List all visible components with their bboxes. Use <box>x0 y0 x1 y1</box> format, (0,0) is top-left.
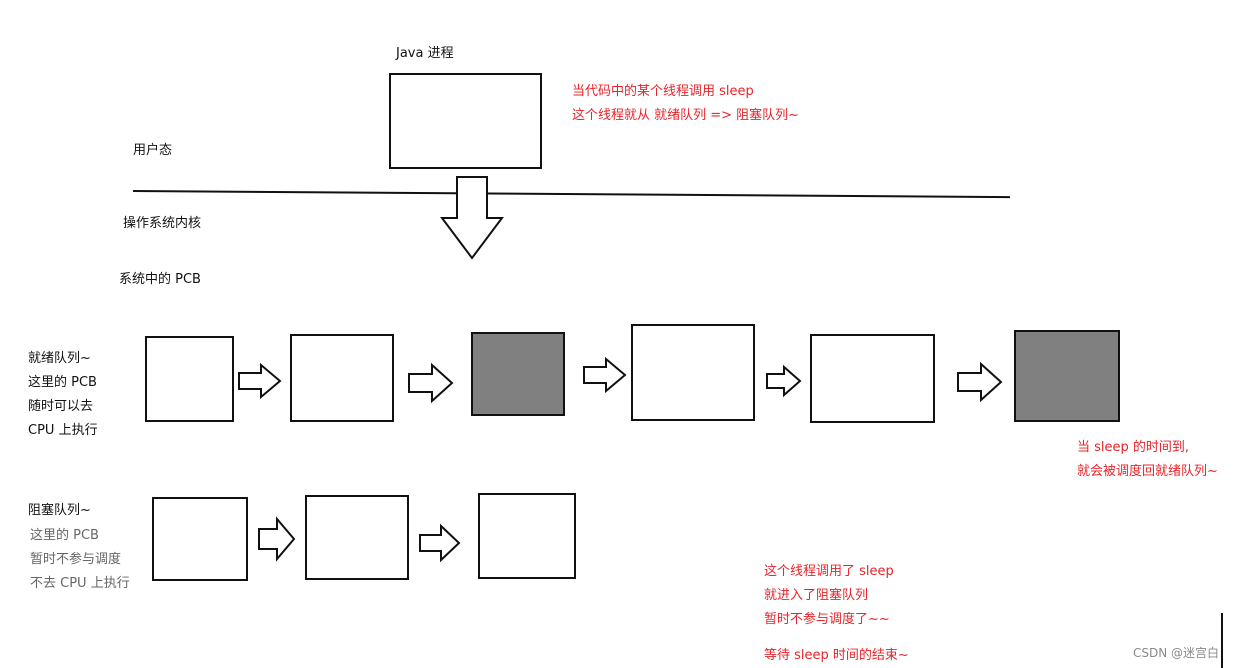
ready-pcb-box-6 <box>1014 330 1120 422</box>
blocked-arrow-2 <box>419 523 461 563</box>
blocked-queue-line-3: 不去 CPU 上执行 <box>30 576 130 591</box>
blocked-arrow-1 <box>258 516 296 562</box>
blocked-queue-title: 阻塞队列~ <box>28 503 91 518</box>
blocked-queue-description: 这里的 PCB 暂时不参与调度 不去 CPU 上执行 <box>30 524 130 596</box>
ready-queue-line-2: 这里的 PCB <box>28 375 97 390</box>
ready-pcb-box-1 <box>145 336 234 422</box>
ready-pcb-box-4 <box>631 324 755 421</box>
bottom-note-line-4: 等待 sleep 时间的结束~ <box>764 648 909 663</box>
bottom-note-line-1: 这个线程调用了 sleep <box>764 564 894 579</box>
csdn-watermark: CSDN @迷宫白 <box>1133 646 1220 660</box>
right-note-line-2: 就会被调度回就绪队列~ <box>1077 464 1218 479</box>
ready-arrow-1 <box>238 362 282 400</box>
java-process-box <box>389 73 542 169</box>
user-kernel-divider <box>132 190 1010 199</box>
right-note-line-1: 当 sleep 的时间到, <box>1077 440 1190 455</box>
blocked-pcb-box-2 <box>305 495 409 580</box>
top-note-line-2: 这个线程就从 就绪队列 => 阻塞队列~ <box>572 108 800 123</box>
ready-queue-line-3: 随时可以去 <box>28 399 94 414</box>
blocked-pcb-box-3 <box>478 493 576 579</box>
bottom-note-line-2: 就进入了阻塞队列 <box>764 588 869 603</box>
kernel-label: 操作系统内核 <box>123 216 202 231</box>
ready-arrow-2 <box>408 362 454 404</box>
ready-queue-description: 就绪队列~ 这里的 PCB 随时可以去 CPU 上执行 <box>28 347 98 443</box>
ready-pcb-box-5 <box>810 334 935 423</box>
ready-queue-line-4: CPU 上执行 <box>28 423 98 438</box>
ready-arrow-4 <box>766 364 802 398</box>
ready-queue-title: 就绪队列~ <box>28 351 91 366</box>
java-process-label: Java 进程 <box>396 46 454 61</box>
blocked-pcb-box-1 <box>152 497 248 581</box>
pcb-label: 系统中的 PCB <box>119 272 201 287</box>
top-note-line-1: 当代码中的某个线程调用 sleep <box>572 84 754 99</box>
syscall-down-arrow <box>440 176 504 260</box>
right-edge-line <box>1221 613 1223 668</box>
ready-arrow-5 <box>957 361 1003 403</box>
user-mode-label: 用户态 <box>133 143 173 158</box>
bottom-note-line-3: 暂时不参与调度了~~ <box>764 612 890 627</box>
ready-arrow-3 <box>583 356 627 394</box>
ready-pcb-box-3 <box>471 332 565 416</box>
blocked-queue-line-2: 暂时不参与调度 <box>30 552 122 567</box>
ready-pcb-box-2 <box>290 334 394 422</box>
blocked-queue-line-1: 这里的 PCB <box>30 528 99 543</box>
